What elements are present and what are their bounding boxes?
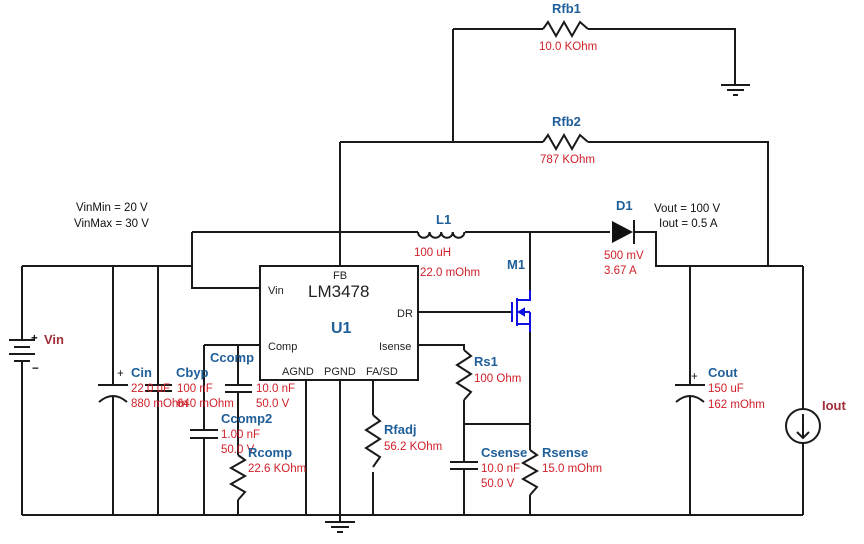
csense-voltage: 50.0 V xyxy=(481,478,515,490)
vin-minus-icon: − xyxy=(32,363,39,375)
pin-agnd: AGND xyxy=(282,366,314,378)
d1-ref: D1 xyxy=(616,198,633,213)
pin-fasd: FA/SD xyxy=(366,366,398,378)
note-vin-max: VinMax = 30 V xyxy=(74,218,149,230)
l1-esr: 22.0 mOhm xyxy=(420,267,480,279)
vin-ref: Vin xyxy=(44,332,64,347)
pin-isense: Isense xyxy=(379,341,411,353)
rs1-ref: Rs1 xyxy=(474,354,498,369)
rcomp-value: 22.6 KOhm xyxy=(248,463,306,475)
rcomp-ref: Rcomp xyxy=(248,445,292,460)
mosfet-m1-icon xyxy=(511,290,531,332)
inductor-l1-icon xyxy=(417,231,466,239)
cin-value: 22.0 uF xyxy=(131,383,170,395)
capacitor-ccomp2-icon xyxy=(190,429,218,439)
ccomp-value: 10.0 nF xyxy=(256,383,295,395)
rfb2-ref: Rfb2 xyxy=(552,114,581,129)
d1-current: 3.67 A xyxy=(604,265,637,277)
rfb2-value: 787 KOhm xyxy=(540,154,595,166)
capacitor-ccomp-icon xyxy=(225,384,252,393)
ccomp2-voltage: 50.0 V xyxy=(221,444,255,456)
vin-plus-icon: + xyxy=(31,333,38,345)
note-iout: Iout = 0.5 A xyxy=(659,218,718,230)
capacitor-cbyp-icon xyxy=(145,384,172,392)
ccomp2-value: 1.00 nF xyxy=(221,429,260,441)
cin-ref: Cin xyxy=(131,365,152,380)
capacitor-cin-icon xyxy=(98,384,128,403)
pin-vin: Vin xyxy=(268,285,284,297)
rsense-value: 15.0 mOhm xyxy=(542,463,602,475)
l1-value: 100 uH xyxy=(414,247,451,259)
pin-fb: FB xyxy=(333,270,347,282)
cout-value: 150 uF xyxy=(708,383,744,395)
note-vin-min: VinMin = 20 V xyxy=(76,202,148,214)
rs1-value: 100 Ohm xyxy=(474,373,521,385)
cin-esr: 880 mOhm xyxy=(131,398,188,410)
cout-ref: Cout xyxy=(708,365,738,380)
diode-d1-icon xyxy=(612,220,635,244)
cbyp-value: 100 nF xyxy=(177,383,213,395)
resistor-rfadj-icon xyxy=(364,414,382,468)
note-vout: Vout = 100 V xyxy=(654,203,721,215)
resistor-rs1-icon xyxy=(455,349,473,401)
rfb1-value: 10.0 KOhm xyxy=(539,41,597,53)
csense-ref: Csense xyxy=(481,445,527,460)
ground-icon xyxy=(325,521,355,533)
ic-part-number: LM3478 xyxy=(308,282,369,301)
cout-esr: 162 mOhm xyxy=(708,399,765,411)
rfadj-value: 56.2 KOhm xyxy=(384,441,442,453)
rfb1-ref: Rfb1 xyxy=(552,1,581,16)
resistor-rcomp-icon xyxy=(228,454,248,501)
ccomp-ref: Ccomp xyxy=(210,350,254,365)
pin-pgnd: PGND xyxy=(324,366,356,378)
ccomp-voltage: 50.0 V xyxy=(256,398,290,410)
csense-value: 10.0 nF xyxy=(481,463,520,475)
cbyp-ref: Cbyp xyxy=(176,365,209,380)
ic-u1-body[interactable] xyxy=(259,265,419,381)
pin-comp: Comp xyxy=(268,341,297,353)
rfadj-ref: Rfadj xyxy=(384,422,417,437)
rsense-ref: Rsense xyxy=(542,445,588,460)
iout-ref: Iout xyxy=(822,398,846,413)
wires xyxy=(21,28,804,522)
resistor-rsense-icon xyxy=(520,449,540,496)
ic-ref: U1 xyxy=(331,320,352,337)
capacitor-csense-icon xyxy=(450,461,478,470)
battery-vin-icon xyxy=(9,339,35,368)
ground-icon xyxy=(721,84,750,96)
cbyp-esr: 640 mOhm xyxy=(177,398,234,410)
cout-plus-icon: + xyxy=(691,371,698,383)
capacitor-cout-icon xyxy=(675,384,705,403)
m1-ref: M1 xyxy=(507,257,525,272)
d1-vf: 500 mV xyxy=(604,250,644,262)
ccomp2-ref: Ccomp2 xyxy=(221,411,272,426)
pin-dr: DR xyxy=(397,308,413,320)
resistor-rfb1-icon xyxy=(542,19,589,39)
resistor-rfb2-icon xyxy=(542,132,589,152)
current-source-iout-icon xyxy=(785,408,821,444)
l1-ref: L1 xyxy=(436,212,451,227)
cin-plus-icon: + xyxy=(117,368,124,380)
